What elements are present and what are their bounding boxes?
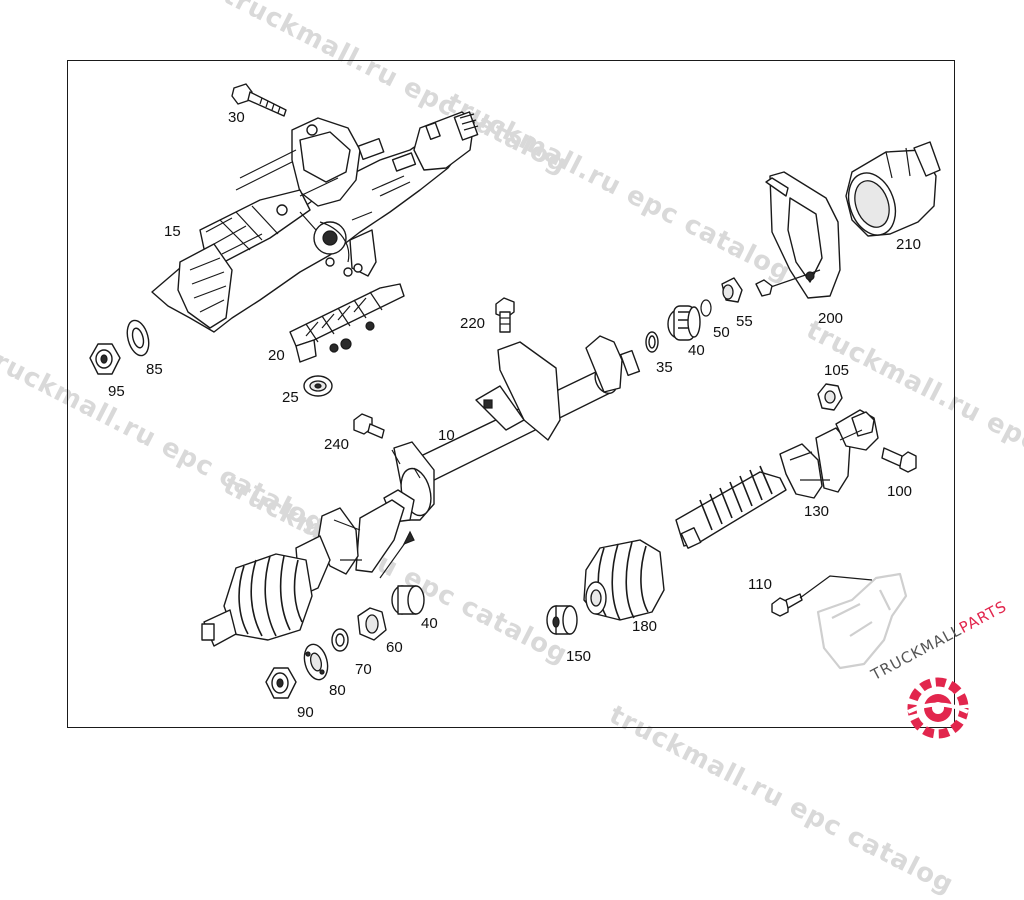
callout-40-lower: 40 (421, 615, 438, 632)
lower-shaft-with-joints (201, 489, 415, 647)
steering-column-tube-10 (391, 335, 641, 521)
callout-200: 200 (818, 310, 844, 327)
callout-60: 60 (386, 639, 403, 656)
boot-180 (583, 539, 665, 621)
callout-80: 80 (329, 682, 346, 699)
bolt-240 (353, 413, 385, 439)
spacer-60 (357, 607, 387, 641)
exploded-parts-drawing (89, 83, 941, 699)
bearing-25 (303, 375, 333, 397)
bolt-110 (771, 593, 803, 617)
callout-105: 105 (824, 362, 850, 379)
callout-240: 240 (324, 436, 350, 453)
bracket-200 (755, 171, 841, 299)
callout-130: 130 (804, 503, 830, 520)
ring-50 (700, 299, 712, 317)
callout-220: 220 (460, 315, 486, 332)
callout-50: 50 (713, 324, 730, 341)
callout-40: 40 (688, 342, 705, 359)
mounting-bracket-ghost (799, 572, 908, 670)
steering-column-upper-15 (151, 111, 479, 333)
callout-55: 55 (736, 313, 753, 330)
cover-210 (845, 141, 941, 237)
bush-40-lower (391, 585, 425, 615)
callout-30: 30 (228, 109, 245, 126)
bolt-100 (881, 447, 917, 473)
slide-rail-20 (289, 283, 405, 363)
intermediate-shaft-130 (675, 409, 879, 549)
callout-210: 210 (896, 236, 922, 253)
callout-70: 70 (355, 661, 372, 678)
callout-25: 25 (282, 389, 299, 406)
sleeve-55 (721, 277, 743, 303)
washer-70 (331, 628, 349, 652)
callout-100: 100 (887, 483, 913, 500)
callout-95: 95 (108, 383, 125, 400)
callout-15: 15 (164, 223, 181, 240)
lock-washer-85 (126, 319, 150, 357)
circlip-35 (645, 331, 659, 353)
bolt-220 (495, 297, 515, 333)
nut-90 (265, 667, 297, 699)
nut-95 (89, 343, 121, 375)
bolt-30 (231, 83, 287, 117)
diagram-frame (67, 60, 955, 728)
callout-10: 10 (438, 427, 455, 444)
truckmall-logo (907, 677, 969, 739)
nut-105 (817, 383, 843, 411)
washer-80 (303, 643, 329, 681)
bush-40-upper (667, 305, 701, 341)
callout-90: 90 (297, 704, 314, 721)
callout-85: 85 (146, 361, 163, 378)
callout-35: 35 (656, 359, 673, 376)
callout-110: 110 (748, 576, 772, 593)
callout-180: 180 (632, 618, 658, 635)
bush-150 (546, 605, 578, 635)
callout-20: 20 (268, 347, 285, 364)
callout-150: 150 (566, 648, 592, 665)
